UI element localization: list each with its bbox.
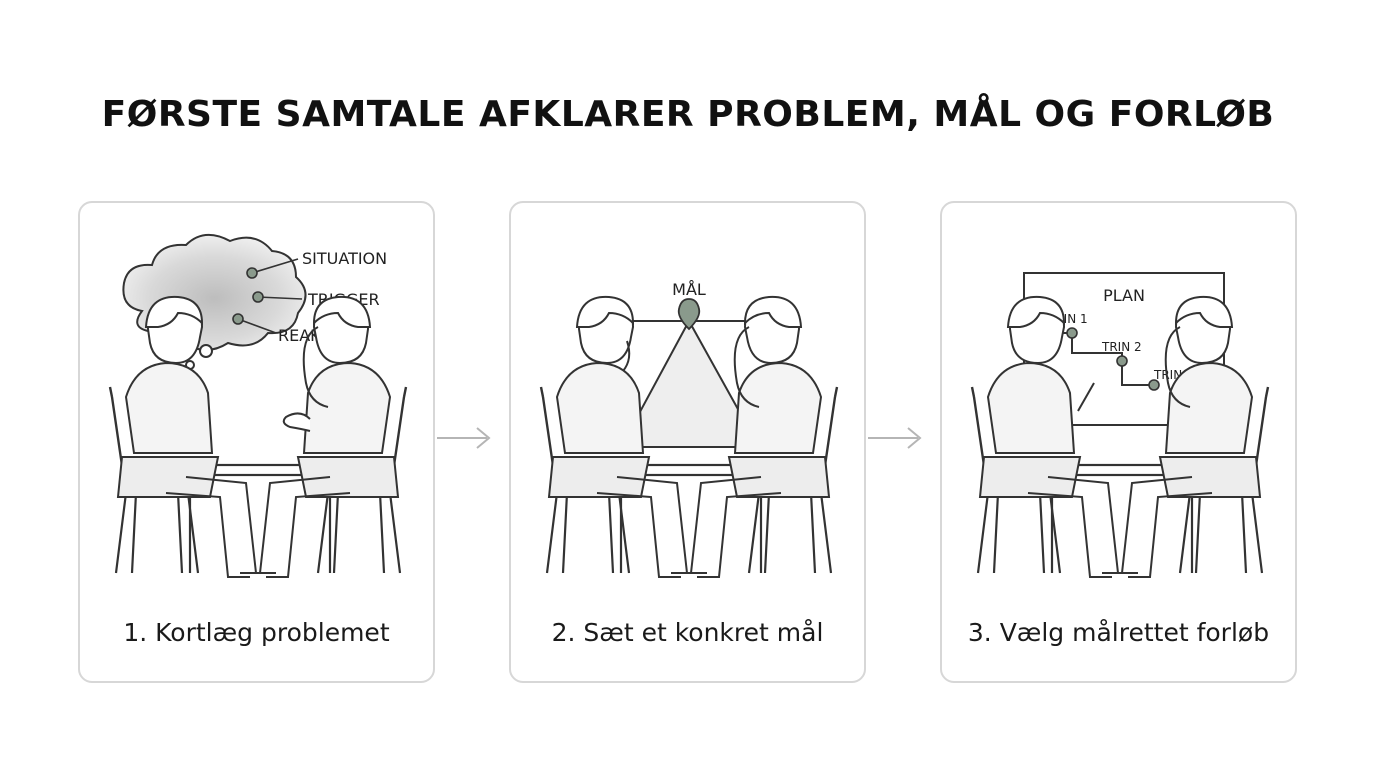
goal-pin-icon (677, 298, 701, 331)
label-situation: SITUATION (302, 249, 387, 268)
step-2-caption: 2. Sæt et konkret mål (551, 618, 824, 647)
step-3-illustration: PLAN TRIN 1 TRIN 2 TRIN 3 (970, 272, 1270, 578)
step-1-caption: 1. Kortlæg problemet (123, 618, 390, 647)
arrow-right-icon (868, 427, 922, 449)
therapist-person (239, 295, 408, 578)
label-trin-2: TRIN 2 (1101, 340, 1142, 354)
step-3-caption: 3. Vælg målrettet forløb (967, 618, 1270, 647)
therapist-person (670, 295, 839, 578)
step-2-card: MÅL 2. Sæt et konkret mål (509, 201, 866, 683)
step-2-illustration: MÅL (539, 280, 839, 578)
pointer-stick (1077, 382, 1095, 412)
trin-3-dot (1148, 379, 1160, 391)
situation-dot (246, 267, 258, 279)
page-title: FØRSTE SAMTALE AFKLARER PROBLEM, MÅL OG … (101, 94, 1275, 135)
trin-2-dot (1116, 355, 1128, 367)
label-plan: PLAN (1103, 286, 1145, 305)
client-person (1101, 295, 1270, 578)
goal-light-cone (619, 318, 761, 448)
step-1-illustration: SITUATION TRIGGER REAKTION (108, 234, 408, 578)
step-1-card: SITUATION TRIGGER REAKTION 1. Kortlæg pr… (78, 201, 435, 683)
step-3-card: PLAN TRIN 1 TRIN 2 TRIN 3 3. Vælg målret… (940, 201, 1297, 683)
client-person (539, 295, 708, 578)
arrow-right-icon (437, 427, 491, 449)
label-goal: MÅL (672, 280, 706, 299)
thought-bubble-large (199, 344, 213, 358)
gesture-hand (282, 412, 311, 432)
trigger-dot (252, 291, 264, 303)
reaktion-dot (232, 313, 244, 325)
trin-1-dot (1066, 327, 1078, 339)
